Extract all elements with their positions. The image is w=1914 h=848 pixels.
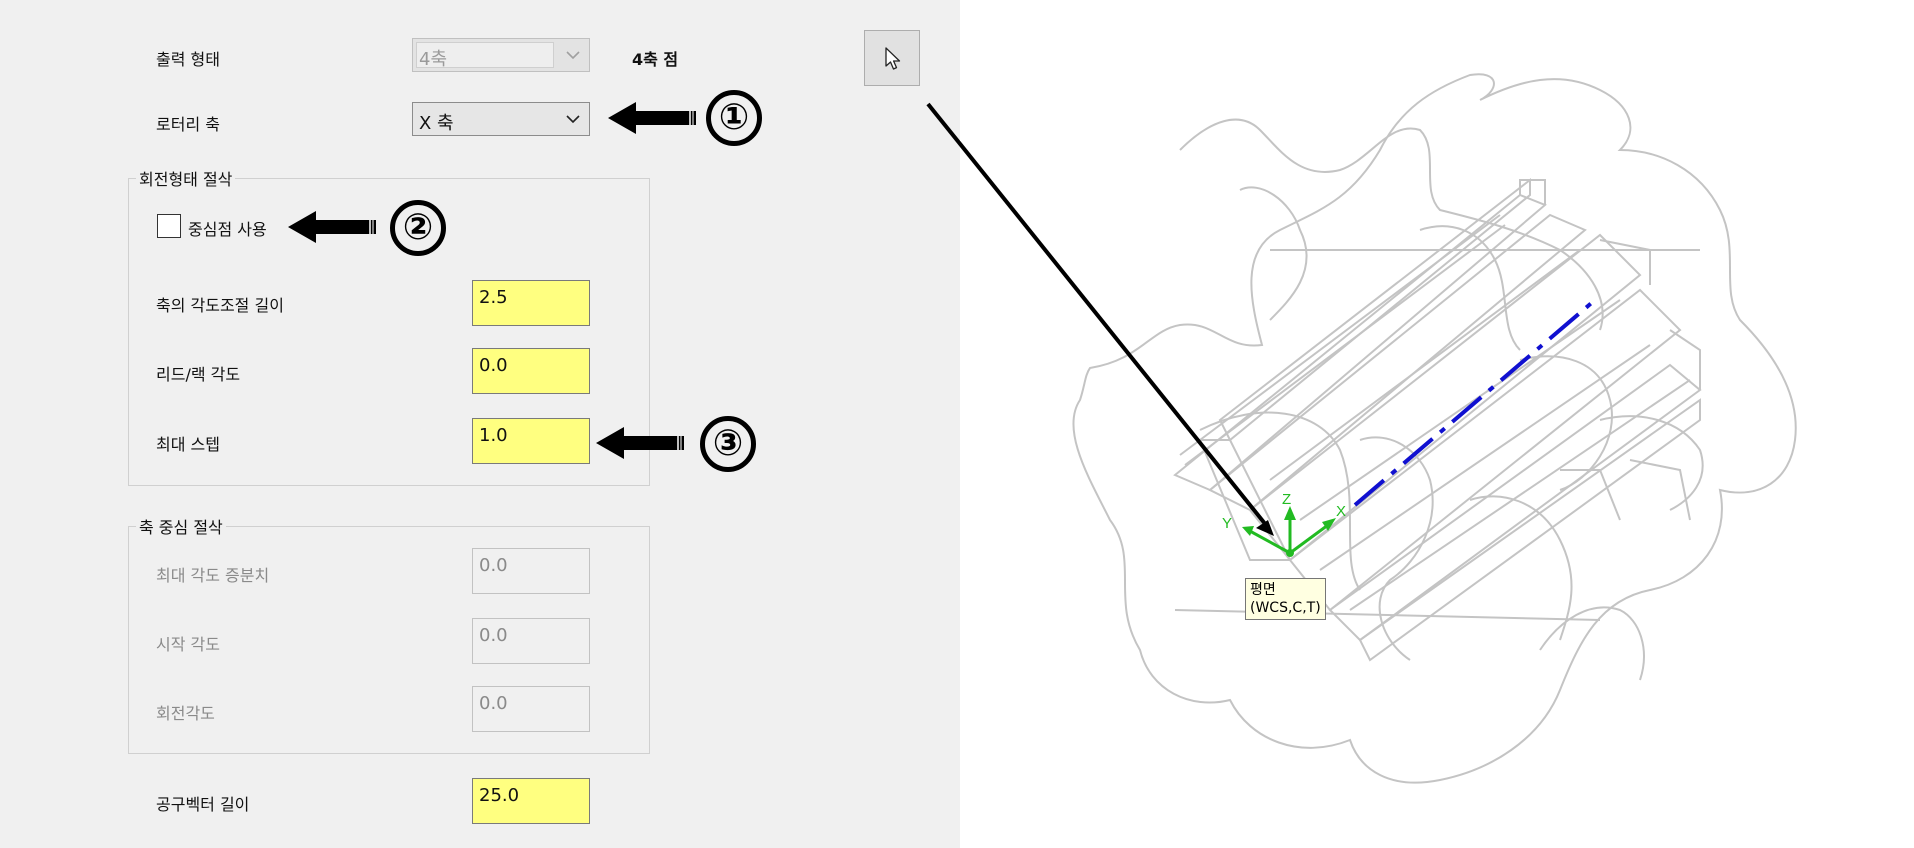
triad-icon: Z Y X (1222, 491, 1346, 557)
pointer-arrow (960, 140, 1274, 536)
lead-lag-angle-label: 리드/랙 각도 (156, 365, 241, 384)
rotary-axis-combo[interactable]: X 축 (412, 102, 590, 136)
start-angle-label: 시작 각도 (156, 635, 220, 654)
rotation-angle-value: 0.0 (479, 693, 508, 714)
arrow-left-icon (608, 102, 696, 134)
tooltip-line-1: 평면 (1250, 582, 1276, 598)
callout-1: ① (706, 90, 762, 146)
arrow-left-icon (596, 427, 684, 459)
output-type-label: 출력 형태 (156, 50, 220, 69)
use-center-point-checkbox[interactable] (157, 214, 181, 238)
rotary-axis-label: 로터리 축 (156, 115, 220, 134)
output-type-readout: 4축 점 (632, 50, 679, 69)
max-step-input[interactable]: 1.0 (472, 418, 590, 464)
max-angle-increment-input: 0.0 (472, 548, 590, 594)
triad-x-label: X (1336, 503, 1346, 520)
chevron-down-icon (566, 51, 580, 60)
rotary-axis-value: X 축 (419, 113, 454, 134)
axis-center-group-title: 축 중심 절삭 (136, 514, 226, 538)
lead-lag-angle-value: 0.0 (479, 355, 508, 376)
rotary-cut-group (128, 178, 650, 486)
rotary-cut-group-title: 회전형태 절삭 (136, 166, 236, 190)
rotation-angle-input: 0.0 (472, 686, 590, 732)
output-type-combo-inner (416, 42, 554, 68)
axis-angle-length-input[interactable]: 2.5 (472, 280, 590, 326)
tool-vector-length-input[interactable]: 25.0 (472, 778, 590, 824)
output-type-combo: 4축 (412, 38, 590, 72)
chevron-down-icon (566, 115, 580, 124)
triad-z-label: Z (1282, 491, 1291, 508)
settings-panel: 출력 형태 4축 4축 점 로터리 축 X 축 ① 회전형태 절삭 중심점 사용… (0, 0, 960, 848)
pointer-arrow-start (926, 102, 960, 148)
callout-2: ② (390, 200, 446, 256)
callout-3: ③ (700, 416, 756, 472)
triad-y-label: Y (1222, 515, 1232, 532)
start-angle-value: 0.0 (479, 625, 508, 646)
start-angle-input: 0.0 (472, 618, 590, 664)
output-type-value: 4축 (419, 49, 448, 70)
tool-vector-length-label: 공구벡터 길이 (156, 795, 250, 814)
max-angle-increment-label: 최대 각도 증분치 (156, 566, 270, 585)
axis-angle-length-value: 2.5 (479, 287, 508, 308)
graphics-viewport[interactable]: Z Y X (960, 0, 1914, 848)
tooltip-line-2: (WCS,C,T) (1250, 600, 1321, 616)
select-point-button[interactable] (864, 30, 920, 86)
axis-angle-length-label: 축의 각도조절 길이 (156, 296, 284, 315)
tool-vector-length-value: 25.0 (479, 785, 520, 806)
rotary-axis-line (1353, 298, 1597, 507)
use-center-point-label: 중심점 사용 (188, 220, 267, 239)
cursor-icon (885, 47, 901, 70)
plane-tooltip: 평면 (WCS,C,T) (1245, 578, 1326, 620)
max-step-value: 1.0 (479, 425, 508, 446)
arrow-left-icon (288, 211, 376, 243)
gear-wireframe (1072, 73, 1797, 784)
max-angle-increment-value: 0.0 (479, 555, 508, 576)
lead-lag-angle-input[interactable]: 0.0 (472, 348, 590, 394)
max-step-label: 최대 스텝 (156, 435, 220, 454)
axis-center-group (128, 526, 650, 754)
rotation-angle-label: 회전각도 (156, 704, 215, 723)
